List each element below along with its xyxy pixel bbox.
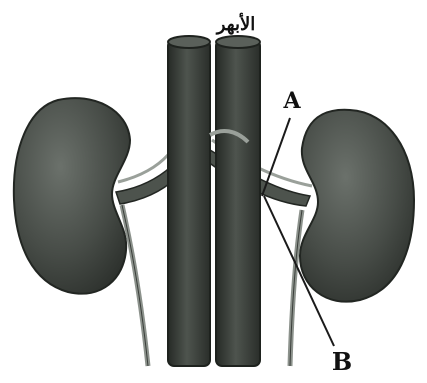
label-a: A <box>282 88 301 114</box>
left-kidney <box>14 98 130 294</box>
pointer-line-a <box>262 118 290 196</box>
right-ureter <box>290 210 302 366</box>
vena-cava <box>168 40 210 366</box>
aorta <box>216 40 260 366</box>
label-top: الأبهر <box>215 12 256 35</box>
left-ureter <box>122 205 148 366</box>
label-b: B <box>332 347 352 376</box>
right-kidney <box>300 110 414 302</box>
